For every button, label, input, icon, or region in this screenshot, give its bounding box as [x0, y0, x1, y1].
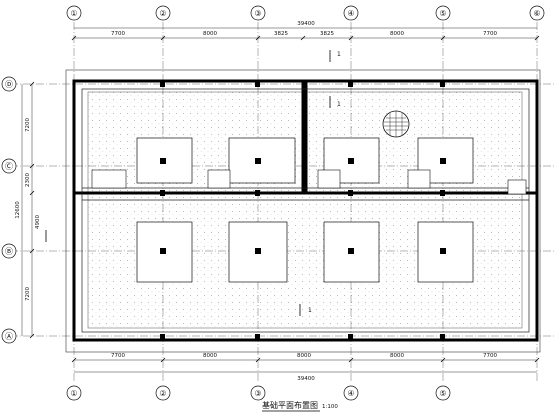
dim-bottom-bay-1: 7700 — [111, 353, 125, 359]
dim-left-sub: 12600 — [15, 201, 21, 219]
circular-pit — [382, 110, 410, 138]
axis-label-3-top: ③ — [254, 9, 261, 18]
axis-label-A: Ⓐ — [5, 332, 13, 341]
section-mark-bottom: 1 — [308, 307, 312, 314]
dim-top-bay-6: 7700 — [483, 31, 497, 37]
section-cut-marks — [45, 50, 331, 316]
dim-bottom-bay-5: 7700 — [483, 353, 497, 359]
section-mark-top: 1 — [337, 51, 341, 58]
dim-bottom-bay-2: 8000 — [203, 353, 217, 359]
axis-label-1-top: ① — [70, 9, 77, 18]
dim-top-bay-2: 8000 — [203, 31, 217, 37]
dim-left-2: 2300 — [25, 173, 31, 187]
pad-upper-2 — [228, 137, 296, 184]
dim-top-bay-4: 3825 — [320, 31, 334, 37]
drawing-title: 基础平面布置图 — [262, 400, 318, 410]
dim-top-bay-1: 7700 — [111, 31, 125, 37]
lower-pad-columns — [160, 248, 446, 254]
wall-inner-lines — [81, 88, 530, 333]
axis-label-C: Ⓒ — [5, 162, 13, 171]
axis-label-2-top: ② — [159, 9, 166, 18]
dim-left-4: 7200 — [25, 287, 31, 301]
pad-lower-4 — [417, 221, 474, 283]
upper-pad-columns — [160, 158, 446, 164]
wall-column-markers — [160, 82, 445, 339]
axis-label-6-top: ⑥ — [533, 9, 540, 18]
dim-bottom-bay-3: 8000 — [297, 353, 311, 359]
dim-top-bay-3: 3825 — [274, 31, 288, 37]
dim-left-3: 4900 — [35, 215, 41, 229]
axis-bubbles-left — [1, 76, 17, 344]
axis-label-4-bottom: ④ — [347, 389, 354, 398]
section-mark-mid: 1 — [337, 101, 341, 108]
dim-left-1: 7200 — [25, 118, 31, 132]
dimension-lines — [21, 27, 537, 373]
axis-label-2-bottom: ② — [159, 389, 166, 398]
axis-label-5-top: ⑤ — [439, 9, 446, 18]
axis-label-3-bottom: ③ — [254, 389, 261, 398]
dim-bottom-bay-4: 8000 — [390, 353, 404, 359]
dim-total-bottom: 39400 — [297, 376, 315, 382]
dim-total-top: 39400 — [297, 21, 315, 27]
foundation-walls — [72, 79, 539, 342]
axis-bubbles-top — [66, 5, 545, 21]
axis-label-D: Ⓓ — [5, 80, 13, 89]
axis-label-1-bottom: ① — [70, 389, 77, 398]
outer-boundary — [65, 69, 541, 353]
axis-label-5-bottom: ⑤ — [439, 389, 446, 398]
axis-label-B: Ⓑ — [5, 247, 13, 256]
dim-top-bay-5: 8000 — [390, 31, 404, 37]
axis-bubbles-bottom — [66, 385, 451, 401]
drawing-scale: 1:100 — [322, 404, 338, 410]
axis-label-4-top: ④ — [347, 9, 354, 18]
sump-pits — [91, 169, 527, 195]
dimension-ticks — [29, 35, 540, 363]
